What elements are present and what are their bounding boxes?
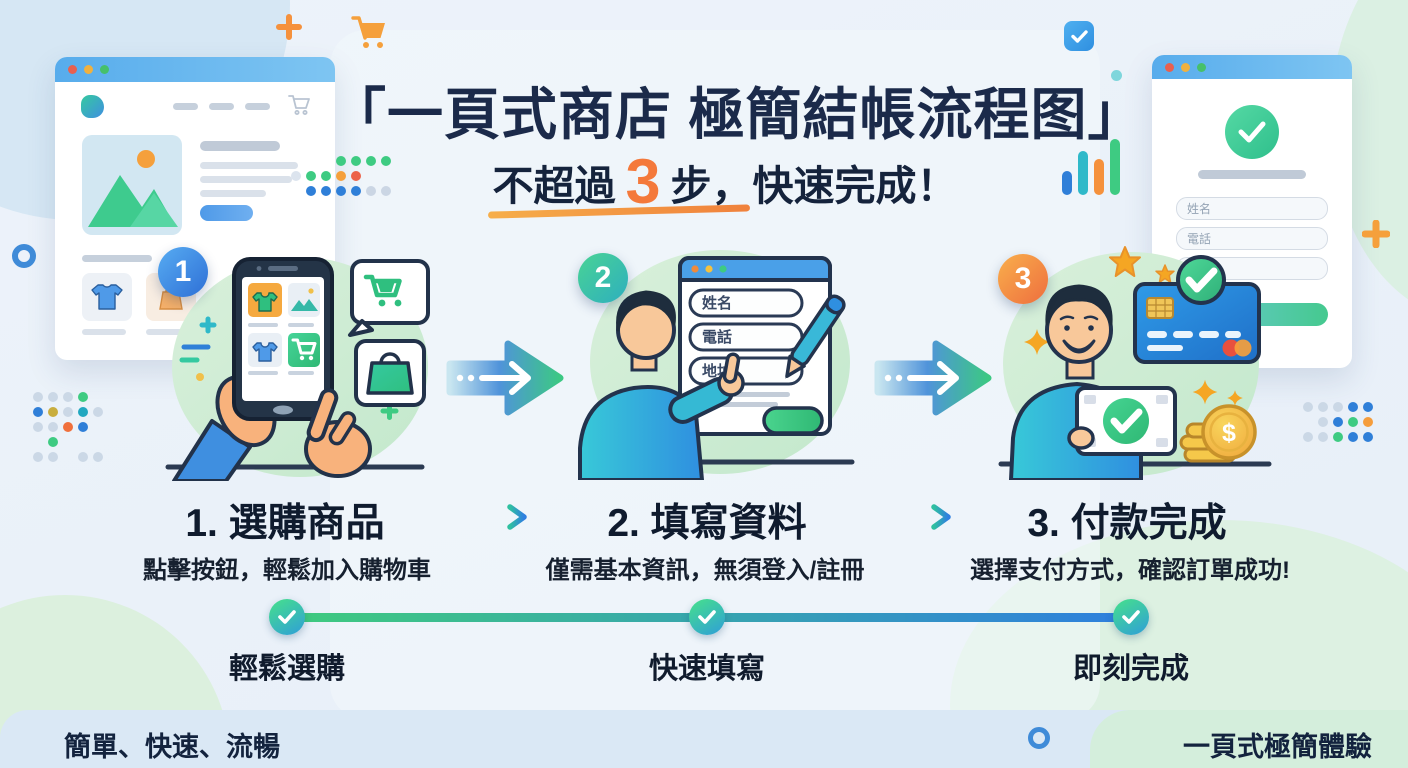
form-field-name-label: 姓名 [702, 294, 732, 312]
window-dot-red [68, 65, 77, 74]
footer-right-text: 一頁式極簡體驗 [1183, 732, 1372, 762]
dots-pattern-right [1303, 402, 1373, 447]
dots-pattern-title [291, 156, 391, 201]
ring-decoration-footer [1028, 727, 1050, 749]
product-title-bar [200, 141, 280, 151]
step3-illustration: $ [985, 238, 1283, 480]
cart-icon [350, 14, 388, 50]
step3-description: 選擇支付方式，確認訂單成功! [970, 557, 1290, 584]
nav-link-bar [173, 103, 198, 110]
step2-illustration: 姓名 電話 地址 [568, 240, 868, 480]
step2-description: 僅需基本資訊，無須登入/註冊 [545, 557, 865, 584]
product-hero-image [82, 135, 182, 235]
timeline-label-3: 即刻完成 [1072, 653, 1189, 685]
step2-title: 2. 填寫資料 [607, 502, 807, 545]
phone-field-label: 電話 [1187, 232, 1212, 246]
step1-title: 1. 選購商品 [185, 502, 385, 545]
success-check-icon [1225, 105, 1279, 159]
timeline-label-1: 輕鬆選購 [228, 653, 345, 685]
name-field: 姓名 [1176, 197, 1328, 220]
window-dot-green [1197, 62, 1206, 72]
coin-dollar-symbol: $ [1222, 419, 1236, 447]
timeline-check-1 [269, 599, 305, 635]
timeline-check-3 [1113, 599, 1149, 635]
arrow-step1-to-step2 [444, 336, 566, 420]
product-text-line [200, 162, 298, 169]
shop-logo [81, 95, 104, 118]
product-caption-bar [146, 329, 190, 335]
arrow-title1-to-title2 [474, 503, 530, 531]
phone-field: 電話 [1176, 227, 1328, 250]
browser-header [55, 57, 335, 82]
form-field-phone-label: 電話 [702, 328, 732, 346]
product-card [82, 273, 132, 321]
cart-icon [287, 93, 311, 117]
arrow-title2-to-title3 [898, 503, 954, 531]
footer-bar: 簡單、快速、流暢 一頁式極簡體驗 [0, 710, 1408, 768]
subtitle-suffix: 步，快速完成！ [670, 163, 958, 209]
subtitle-prefix: 不超過 [492, 163, 616, 209]
step3-badge: 3 [998, 254, 1048, 304]
step1-description: 點擊按鈕，輕鬆加入購物車 [143, 557, 431, 584]
product-text-line [200, 190, 266, 197]
window-dot-yellow [1181, 62, 1190, 72]
name-field-label: 姓名 [1187, 202, 1212, 216]
checkout-browser-mockup: 姓名 電話 [1152, 55, 1352, 368]
step3-title: 3. 付款完成 [1027, 502, 1227, 545]
plus-icon-right [1362, 220, 1390, 248]
arrow-step2-to-step3 [872, 336, 994, 420]
teal-dot [1111, 70, 1122, 81]
footer-mint-section [1090, 710, 1408, 768]
subtitle-number: 3 [625, 147, 661, 217]
product-text-line [200, 176, 292, 183]
dots-pattern-left [33, 392, 103, 467]
step2-badge: 2 [578, 253, 628, 303]
product-caption-bar [82, 329, 126, 335]
timeline-label-2: 快速填寫 [648, 653, 765, 685]
section-title-bar [82, 255, 152, 262]
window-dot-red [1165, 62, 1174, 72]
nav-link-bar [209, 103, 234, 110]
window-dot-green [100, 65, 109, 74]
panel-title-bar [1198, 170, 1306, 179]
checkbox-check-icon [1064, 21, 1094, 51]
page-subtitle: 不超過 3 步，快速完成！ [340, 146, 1110, 219]
browser-header [1152, 55, 1352, 79]
step1-illustration [150, 243, 440, 481]
timeline: 輕鬆選購 快速填寫 即刻完成 [0, 599, 1408, 689]
ring-decoration-left [12, 244, 36, 268]
bar-chart-icon [1058, 138, 1130, 198]
timeline-check-2 [689, 599, 725, 635]
step1-badge: 1 [158, 247, 208, 297]
footer-left-text: 簡單、快速、流暢 [64, 732, 280, 762]
page-title: 「一頁式商店 極簡結帳流程图」 [330, 83, 1145, 146]
plus-icon [276, 14, 302, 40]
buy-button [200, 205, 253, 221]
window-dot-yellow [84, 65, 93, 74]
nav-link-bar [245, 103, 270, 110]
